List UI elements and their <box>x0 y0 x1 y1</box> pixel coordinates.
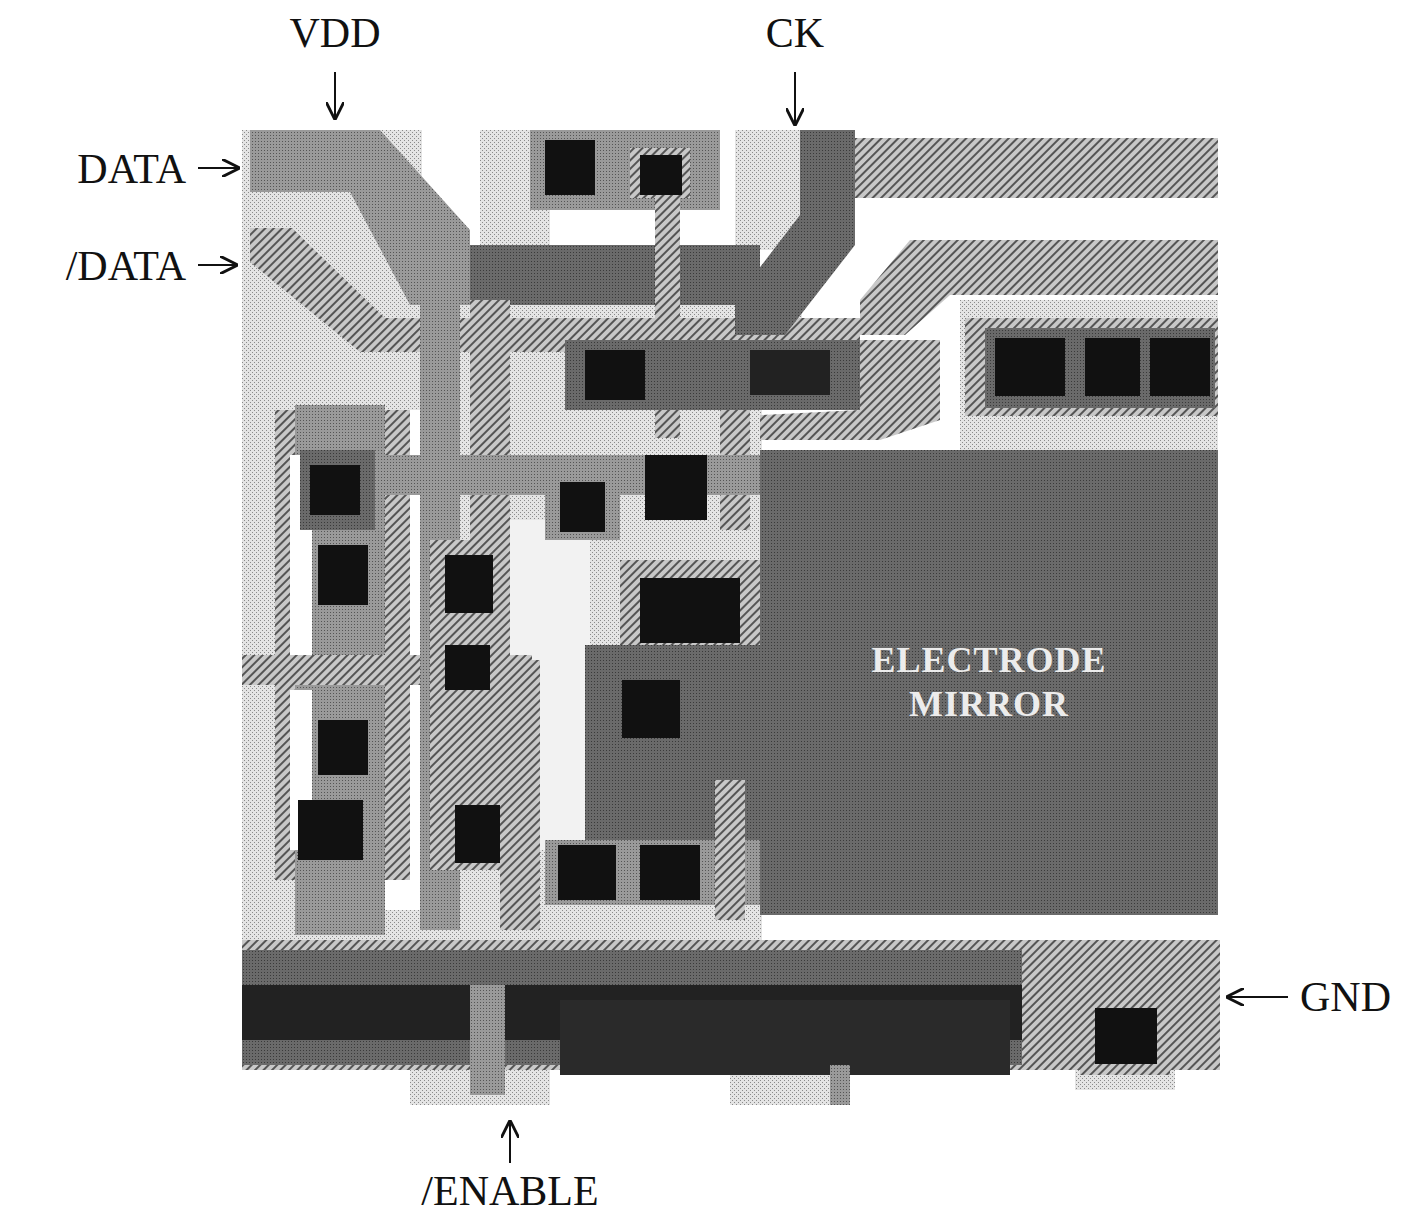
contact <box>1150 338 1210 396</box>
contact <box>298 800 363 860</box>
contact <box>640 155 682 195</box>
via-frame <box>630 148 690 198</box>
contact <box>622 680 680 738</box>
leader-arrow <box>198 167 238 169</box>
poly-bar <box>470 245 760 305</box>
diffusion-layer <box>960 300 1218 450</box>
signal-label: VDD <box>290 10 381 56</box>
leader-arrow <box>198 264 236 266</box>
contact <box>750 350 830 395</box>
contact <box>455 805 500 863</box>
metal-line <box>855 138 1218 198</box>
region-label: ELECTRODE MIRROR <box>834 639 1144 725</box>
signal-label: /DATA <box>66 243 186 289</box>
contact <box>995 338 1065 396</box>
leader-arrow <box>794 72 796 124</box>
contact <box>585 350 645 400</box>
contact <box>558 845 616 900</box>
clock-metal <box>735 130 855 335</box>
metal-pad <box>530 130 720 210</box>
metal-pad <box>300 450 375 530</box>
contact <box>545 140 595 195</box>
contact <box>1095 1008 1157 1064</box>
leader-arrow <box>334 72 336 118</box>
via-frame <box>1080 995 1170 1075</box>
leader-arrow <box>1228 996 1288 998</box>
signal-label: DATA <box>77 146 186 192</box>
poly-line <box>470 985 505 1095</box>
electrode-plate <box>760 450 1218 915</box>
ground-metal <box>560 1000 1010 1075</box>
contact <box>445 555 493 613</box>
signal-label: GND <box>1300 974 1391 1020</box>
contact <box>310 465 360 515</box>
diffusion-strip <box>985 328 1215 408</box>
contact <box>640 845 700 900</box>
contact <box>318 545 368 605</box>
contact <box>645 455 707 520</box>
electrode-region: ELECTRODE MIRROR <box>760 450 1218 915</box>
metal-bar <box>565 340 865 410</box>
metal-frame <box>965 318 1218 416</box>
contact <box>640 578 740 643</box>
signal-label: /ENABLE <box>421 1168 598 1214</box>
metal-pad <box>545 470 620 540</box>
contact <box>318 720 368 775</box>
poly-line <box>830 1065 850 1105</box>
metal-frame <box>430 540 500 870</box>
signal-label: CK <box>766 10 824 56</box>
contact <box>445 645 490 690</box>
poly-line <box>500 660 540 930</box>
contact <box>560 482 605 532</box>
poly-line <box>760 340 940 440</box>
contact <box>1085 338 1140 396</box>
poly-line <box>715 780 745 920</box>
leader-arrow <box>509 1122 511 1163</box>
